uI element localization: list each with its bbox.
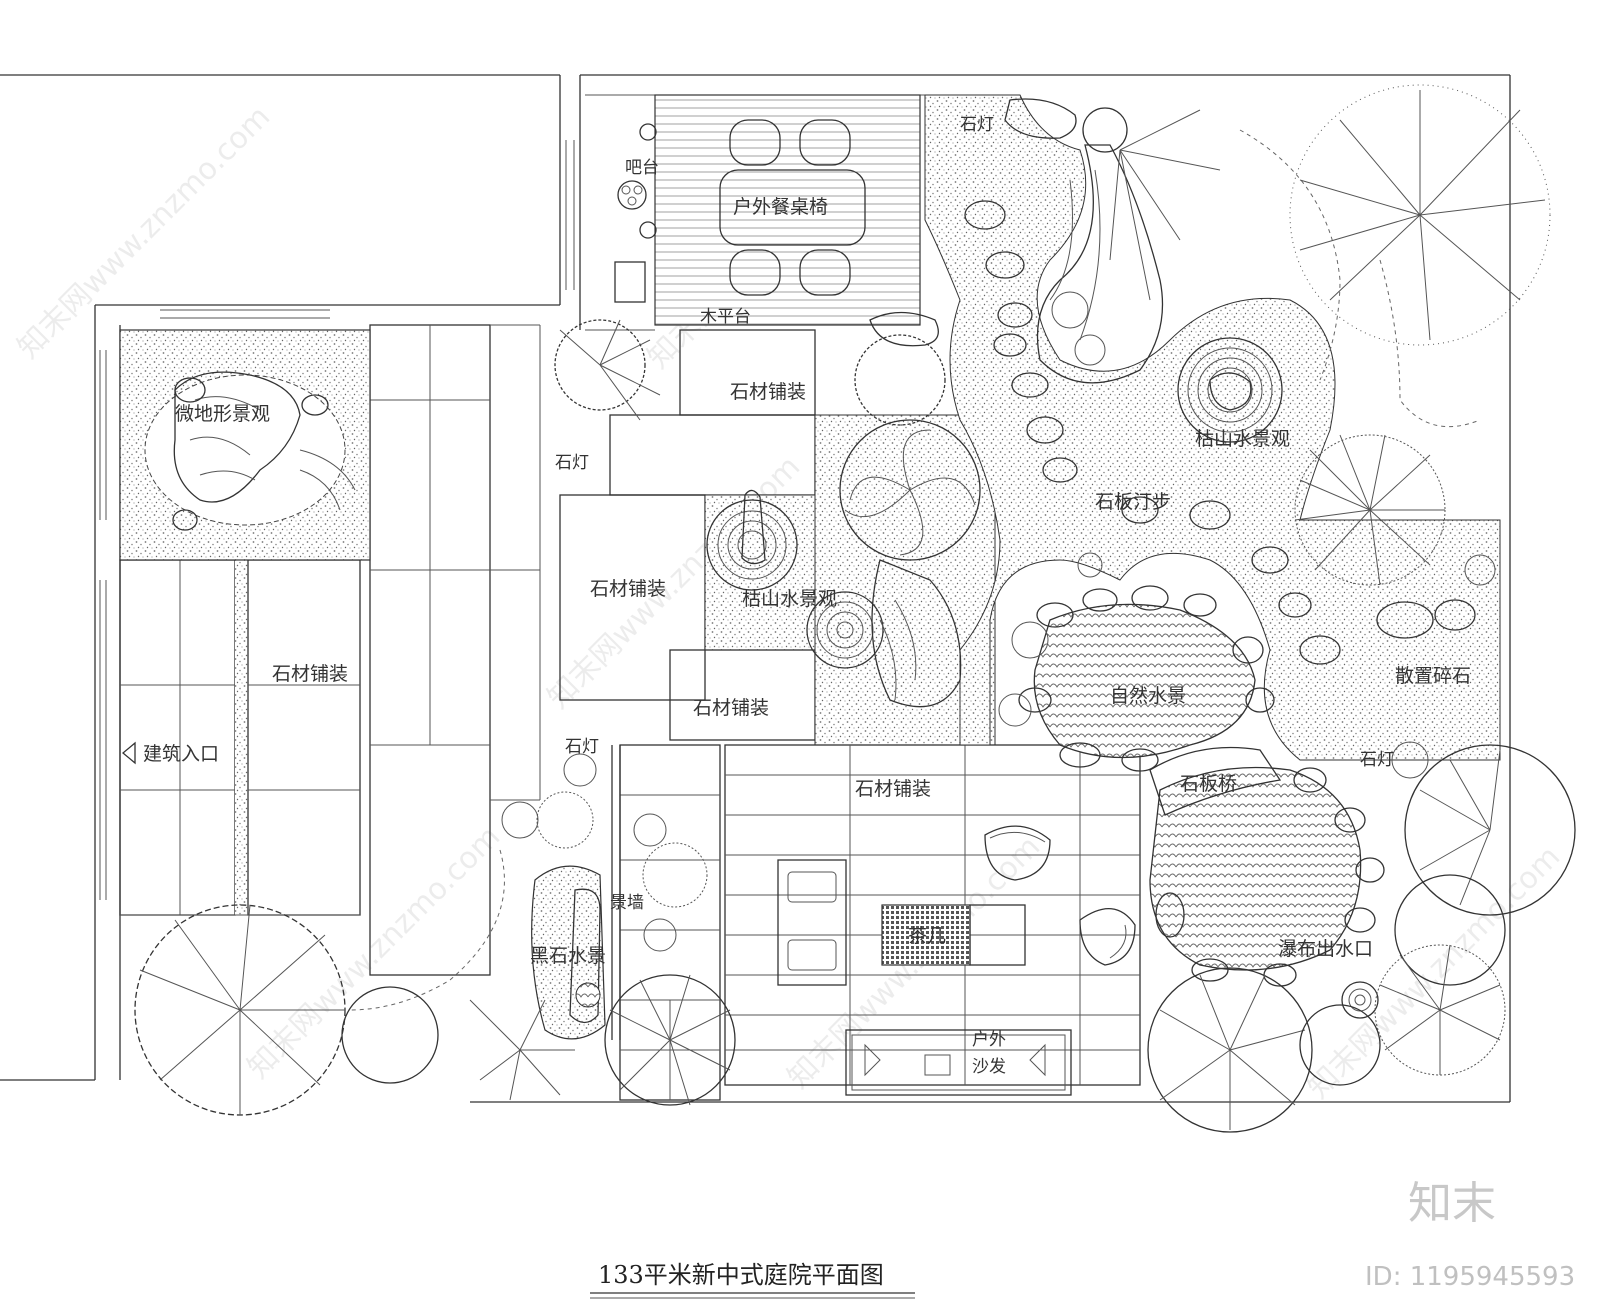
label-natural-water: 自然水景 xyxy=(1110,685,1186,707)
label-micro-terrain: 微地形景观 xyxy=(175,403,270,425)
stepping-stones xyxy=(964,200,1341,665)
label-outdoor-sofa-2: 沙发 xyxy=(972,1057,1006,1077)
label-paving-2: 石材铺装 xyxy=(590,578,666,600)
deck-area xyxy=(585,94,921,331)
plan-labels: 吧台 户外餐桌椅 木平台 石灯 石材铺装 石灯 微地形景观 枯山水景观 石板汀步… xyxy=(121,115,1471,1077)
label-stone-lamp-right: 石灯 xyxy=(1360,750,1394,770)
plan-title-block: 133平米新中式庭院平面图 xyxy=(590,1261,915,1299)
label-feature-wall: 景墙 xyxy=(610,893,644,913)
label-deck: 木平台 xyxy=(700,307,751,327)
image-id: ID: 1195945593 xyxy=(1365,1262,1575,1292)
branding-block: 知末 ID: 1195945593 xyxy=(1365,1178,1575,1292)
label-bar: 吧台 xyxy=(625,158,659,178)
label-paving-5: 石材铺装 xyxy=(855,778,931,800)
brand-logo: 知末 xyxy=(1408,1178,1496,1229)
black-stone-water xyxy=(531,745,621,1040)
label-dry-landscape-1: 枯山水景观 xyxy=(1195,428,1290,450)
label-stone-lamp-left: 石灯 xyxy=(555,453,589,473)
label-slab-steps: 石板汀步 xyxy=(1095,491,1171,513)
micro-terrain-area xyxy=(119,329,371,561)
label-scattered-gravel: 散置碎石 xyxy=(1395,665,1471,687)
label-black-stone-water: 黑石水景 xyxy=(530,945,606,967)
dry-landscape-small xyxy=(706,489,884,669)
label-paving-4: 石材铺装 xyxy=(693,697,769,719)
label-entrance: 建筑入口 xyxy=(143,743,219,765)
plan-title: 133平米新中式庭院平面图 xyxy=(598,1261,884,1289)
label-paving-1: 石材铺装 xyxy=(730,381,806,403)
gravel-zone xyxy=(924,94,1501,761)
watermark: 知末网www.znzmo.com xyxy=(241,819,507,1085)
plant-layer xyxy=(134,84,1576,1133)
label-slab-bridge: 石板桥 xyxy=(1180,773,1237,795)
entrance-marker: 建筑入口 xyxy=(121,741,219,765)
label-outdoor-sofa-1: 户外 xyxy=(972,1030,1006,1050)
label-dining: 户外餐桌椅 xyxy=(733,196,828,218)
curved-paths xyxy=(349,129,1481,1011)
label-tea-table: 茶几 xyxy=(908,925,946,947)
lounge-furniture xyxy=(777,825,1136,1096)
label-waterfall-outlet: 瀑布出水口 xyxy=(1278,938,1373,960)
watermark: 知末网www.znzmo.com xyxy=(11,99,277,365)
label-stone-lamp-top: 石灯 xyxy=(960,115,994,135)
label-stone-lamp-mid: 石灯 xyxy=(565,737,599,757)
label-dry-landscape-2: 枯山水景观 xyxy=(742,588,837,610)
natural-pond xyxy=(1018,585,1476,1019)
label-paving-3: 石材铺装 xyxy=(272,663,348,685)
